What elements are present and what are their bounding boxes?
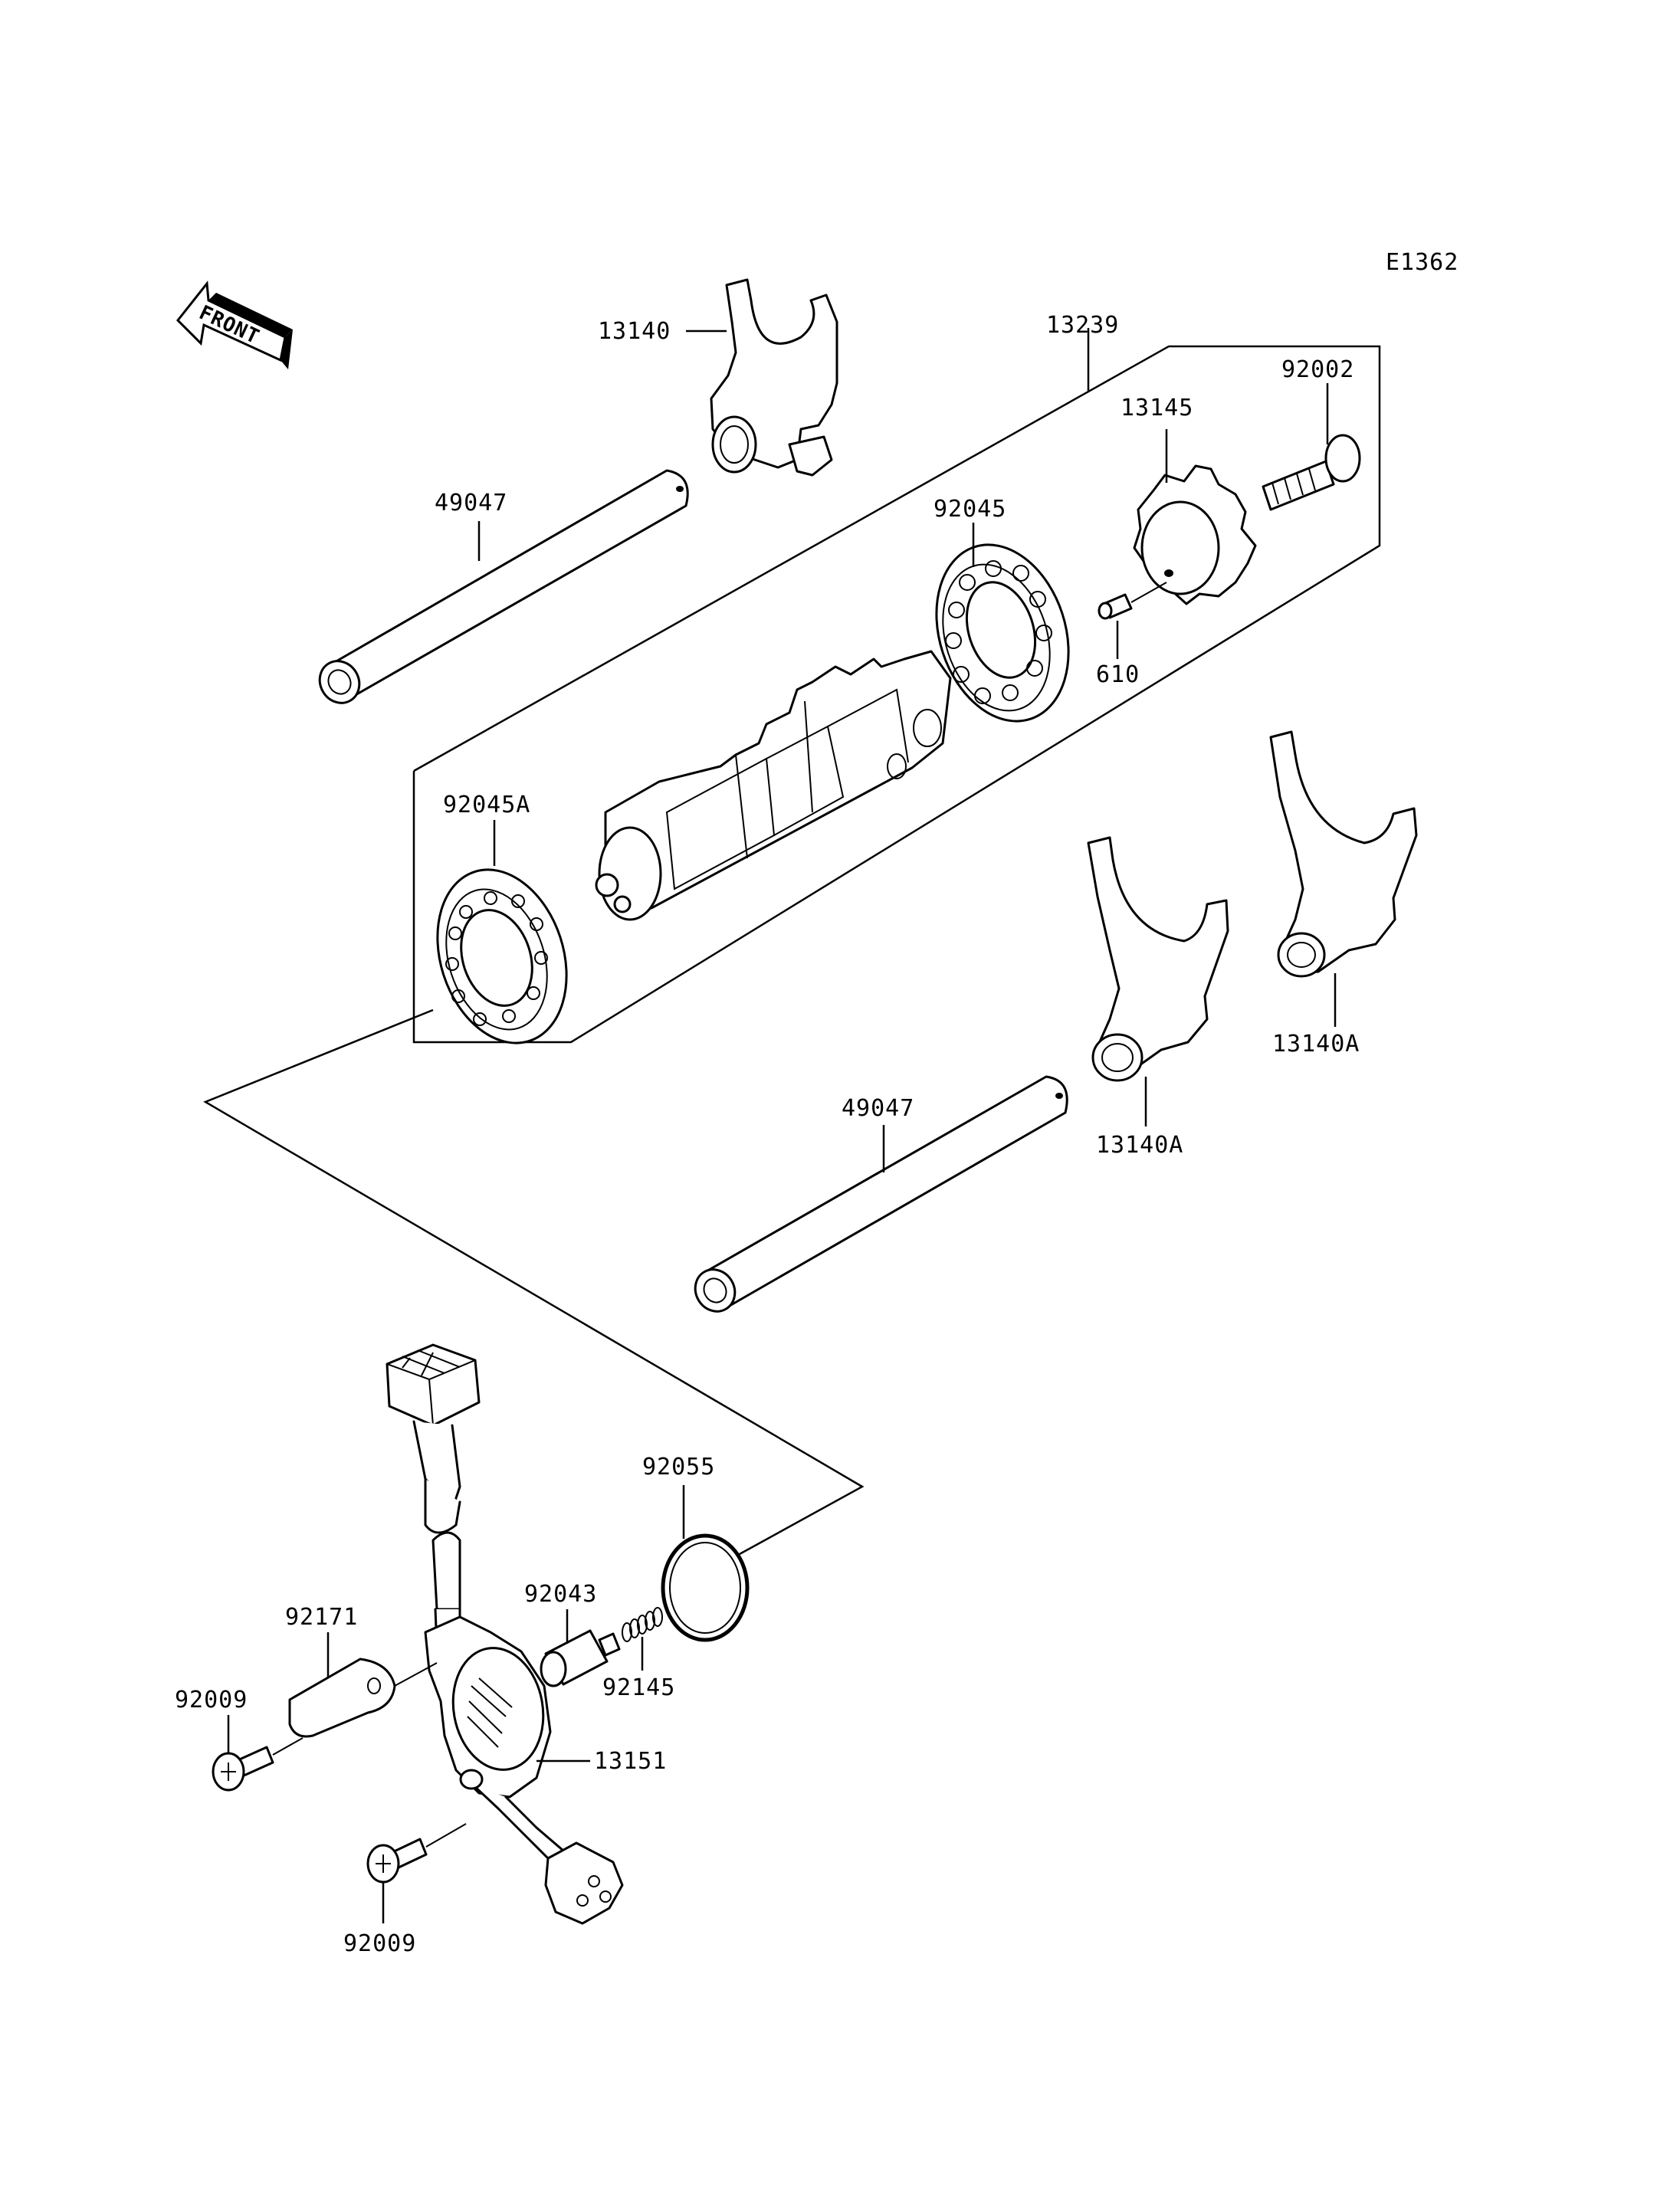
neutral-switch-outline [203, 1008, 865, 1556]
neutral-switch-13151 [386, 1343, 624, 1925]
callout-92009-bottom: 92009 [343, 1930, 416, 1957]
shift-fork-13140a-lower [1087, 836, 1229, 1126]
callout-92145: 92145 [602, 1674, 675, 1701]
callout-13239: 13239 [1046, 312, 1119, 339]
bearing-92045a [436, 820, 568, 1044]
callout-13140-top: 13140 [598, 318, 671, 345]
callout-92045: 92045 [934, 496, 1006, 523]
bolt-92002 [1262, 383, 1361, 511]
shaft-upper-49047 [318, 469, 689, 704]
callout-92002: 92002 [1281, 356, 1354, 383]
shift-fork-13140a-upper [1269, 730, 1418, 1027]
callout-92045a: 92045A [443, 792, 530, 818]
diagram-code: E1362 [1386, 249, 1459, 276]
bearing-92045 [935, 523, 1070, 723]
callout-92043: 92043 [524, 1581, 597, 1608]
shaft-lower-49047 [694, 1075, 1068, 1313]
callout-13140a-upper: 13140A [1272, 1031, 1360, 1058]
callout-49047-upper: 49047 [435, 490, 507, 516]
star-plate-13145 [1133, 429, 1257, 605]
callout-13151: 13151 [594, 1748, 667, 1775]
shift-drum [595, 650, 952, 921]
callout-49047-lower: 49047 [842, 1095, 914, 1122]
callout-92055: 92055 [642, 1454, 715, 1481]
drum-assembly-outline [412, 328, 1381, 1044]
callout-92171: 92171 [285, 1604, 358, 1631]
screw-92009-left [212, 1715, 304, 1792]
pin-holder-92043 [540, 1609, 621, 1687]
callout-13140a-lower: 13140A [1096, 1132, 1183, 1159]
clamp-92171 [288, 1632, 438, 1738]
spring-92145 [622, 1607, 663, 1671]
screw-92009-bottom [366, 1823, 467, 1923]
shift-fork-top [686, 278, 838, 477]
o-ring-92055 [661, 1485, 750, 1642]
callout-13145: 13145 [1121, 395, 1193, 421]
front-arrow-icon: FRONT [176, 280, 293, 369]
pin-610 [1098, 582, 1167, 659]
callout-92009-left: 92009 [175, 1687, 248, 1713]
callout-610: 610 [1096, 661, 1140, 688]
